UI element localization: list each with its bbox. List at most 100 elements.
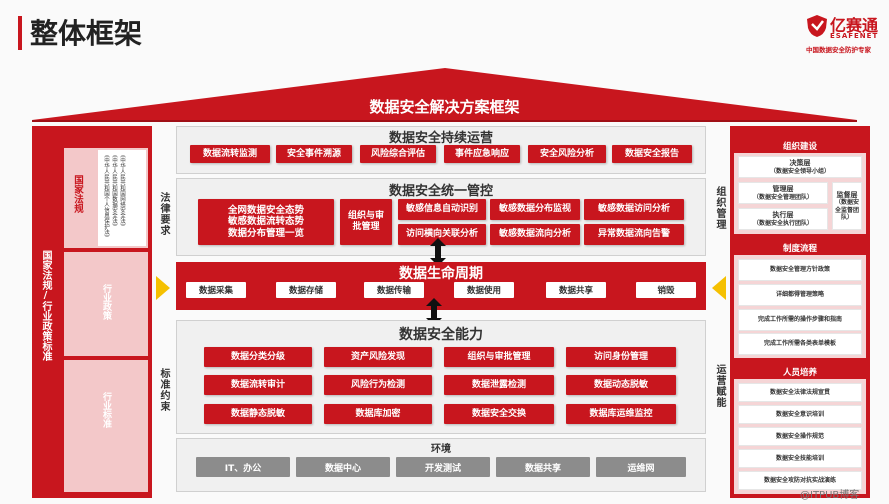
process-item-1: 数据安全管理方针政策 (738, 259, 862, 281)
org-supervise-label: 监督层 (836, 191, 858, 200)
env-title: 环境 (431, 444, 451, 455)
ops-title: 数据安全持续运营 (388, 131, 493, 146)
control-overview-line-1: 全网数据安全态势 (227, 204, 304, 216)
org-decision-label: 决策层 (789, 159, 811, 168)
control-item-6: 异常数据流向告警 (584, 224, 684, 245)
process-box-title: 制度流程 (734, 240, 866, 255)
left-col-standard (64, 360, 148, 492)
page-title: 整体框架 (30, 17, 143, 50)
law-1: 《中华人民共和国网络安全法》 (119, 152, 125, 229)
control-item-2: 敏感数据分布监视 (490, 199, 580, 220)
capability-item-12: 数据库运维监控 (566, 404, 676, 424)
org-manage: 管理层 （数据安全管理团队） (738, 182, 828, 204)
training-item-2: 数据安全意识培训 (738, 405, 862, 424)
laws-box (98, 150, 146, 246)
lifecycle-item-2: 数据存储 (276, 282, 336, 298)
left-col-standard-label: 行业标准 (101, 392, 111, 428)
ops-item-6: 数据安全报告 (612, 145, 692, 163)
training-box-title: 人员培养 (734, 364, 866, 379)
org-exec-label: 执行层 (772, 211, 794, 220)
lifecycle-item-4: 数据使用 (454, 282, 514, 298)
capability-item-4: 访问身份管理 (566, 347, 676, 367)
roof-shape (32, 68, 857, 122)
org-box-title: 组织建设 (734, 138, 866, 153)
env-item-4: 数据共享 (496, 457, 590, 477)
env-item-3: 开发测试 (396, 457, 490, 477)
title-accent-bar (18, 16, 22, 50)
org-box: 组织建设 决策层 （数据安全领导小组） 管理层 （数据安全管理团队） 执行层 （… (734, 138, 866, 234)
training-item-5: 数据安全攻防对抗实战演练 (738, 471, 862, 490)
control-org-approval: 组织与审批管理 (340, 199, 392, 245)
left-col-policy-label: 行业政策 (101, 284, 111, 320)
left-col-policy (64, 252, 148, 356)
capability-item-11: 数据安全交换 (444, 404, 554, 424)
org-supervise: 监督层 （数据安全监督团队） (832, 182, 862, 230)
capability-item-1: 数据分类分级 (204, 347, 312, 367)
ops-item-4: 事件应急响应 (444, 145, 520, 163)
ops-enable-label: 运营赋能 (714, 364, 725, 408)
org-exec: 执行层 （数据安全执行团队） (738, 208, 828, 230)
org-manage-label: 管理层 (772, 185, 794, 194)
ops-item-2: 安全事件溯源 (276, 145, 352, 163)
capability-item-7: 数据泄露检测 (444, 375, 554, 395)
process-item-3: 完成工作所需的操作步骤和指南 (738, 309, 862, 331)
logo-name: 亿赛通 (830, 16, 879, 35)
logo: 亿赛通 ESAFENET 中国数据安全防护专家 (806, 12, 886, 54)
control-item-4: 访问横向关联分析 (398, 224, 486, 245)
standard-constraint-label: 标准约束 (158, 368, 169, 412)
ops-item-3: 风险综合评估 (360, 145, 436, 163)
ops-item-1: 数据流转监测 (190, 145, 270, 163)
control-overview-line-2: 敏感数据流转态势 (227, 216, 304, 228)
training-box: 人员培养 数据安全法律法规宣贯 数据安全意识培训 数据安全操作规范 数据安全技能… (734, 364, 866, 494)
org-decision-sub: （数据安全领导小组） (769, 167, 830, 175)
capability-item-2: 资产风险发现 (324, 347, 432, 367)
watermark: @ITPUB博客 (800, 490, 860, 501)
process-box: 制度流程 数据安全管理方针政策 详细都得管理策略 完成工作所需的操作步骤和指南 … (734, 240, 866, 358)
law-3: 《中华人民共和国个人信息保护法》 (103, 152, 109, 240)
capability-item-5: 数据流转审计 (204, 375, 312, 395)
control-overview-line-3: 数据分布管理一览 (227, 227, 304, 239)
law-2: 《中华人民共和国数据安全法》 (111, 152, 117, 229)
left-arrow-icon (156, 276, 170, 300)
control-item-5: 敏感数据流向分析 (490, 224, 580, 245)
env-item-1: IT、办公 (196, 457, 290, 477)
arrow-up-down-icon-2 (426, 298, 442, 326)
capability-item-9: 数据静态脱敏 (204, 404, 312, 424)
legal-requirement-label: 法律要求 (158, 192, 169, 236)
lifecycle-item-6: 销毁 (636, 282, 696, 298)
arrow-up-down-icon-1 (430, 238, 446, 266)
org-supervise-sub: （数据安全监督团队） (834, 199, 859, 221)
ops-item-5: 安全风险分析 (528, 145, 606, 163)
training-item-4: 数据安全技能培训 (738, 449, 862, 468)
lifecycle-section (176, 262, 706, 310)
roof-title: 数据安全解决方案框架 (369, 98, 520, 116)
control-item-3: 敏感数据访问分析 (584, 199, 684, 220)
training-item-1: 数据安全法律法规宣贯 (738, 383, 862, 402)
env-item-5: 运维网 (596, 457, 686, 477)
lifecycle-item-3: 数据传输 (364, 282, 424, 298)
logo-mark-icon (807, 15, 827, 37)
tagline: 中国数据安全防护专家 (806, 46, 871, 54)
org-management-label: 组织管理 (714, 186, 725, 230)
right-arrow-icon (712, 276, 726, 300)
capability-item-3: 组织与审批管理 (444, 347, 554, 367)
org-exec-sub: （数据安全执行团队） (752, 219, 813, 227)
capability-item-8: 数据动态脱敏 (566, 375, 676, 395)
capability-item-6: 风险行为检测 (324, 375, 432, 395)
capability-item-10: 数据库加密 (324, 404, 432, 424)
org-decision: 决策层 （数据安全领导小组） (738, 156, 862, 178)
control-title: 数据安全统一管控 (388, 184, 493, 199)
lifecycle-title: 数据生命周期 (399, 266, 483, 282)
process-item-4: 完成工作所需各类表单模板 (738, 333, 862, 355)
lifecycle-item-1: 数据采集 (186, 282, 246, 298)
left-col-national-label: 国家法规 (72, 175, 83, 213)
process-item-2: 详细都得管理策略 (738, 284, 862, 306)
lifecycle-item-5: 数据共享 (546, 282, 606, 298)
org-manage-sub: （数据安全管理团队） (752, 193, 813, 201)
control-item-1: 敏感信息自动识别 (398, 199, 486, 220)
capability-title: 数据安全能力 (399, 327, 483, 343)
env-item-2: 数据中心 (296, 457, 390, 477)
left-main-label: 国家法规/行业政策标准 (40, 250, 51, 361)
control-overview: 全网数据安全态势 敏感数据流转态势 数据分布管理一览 (198, 199, 334, 245)
